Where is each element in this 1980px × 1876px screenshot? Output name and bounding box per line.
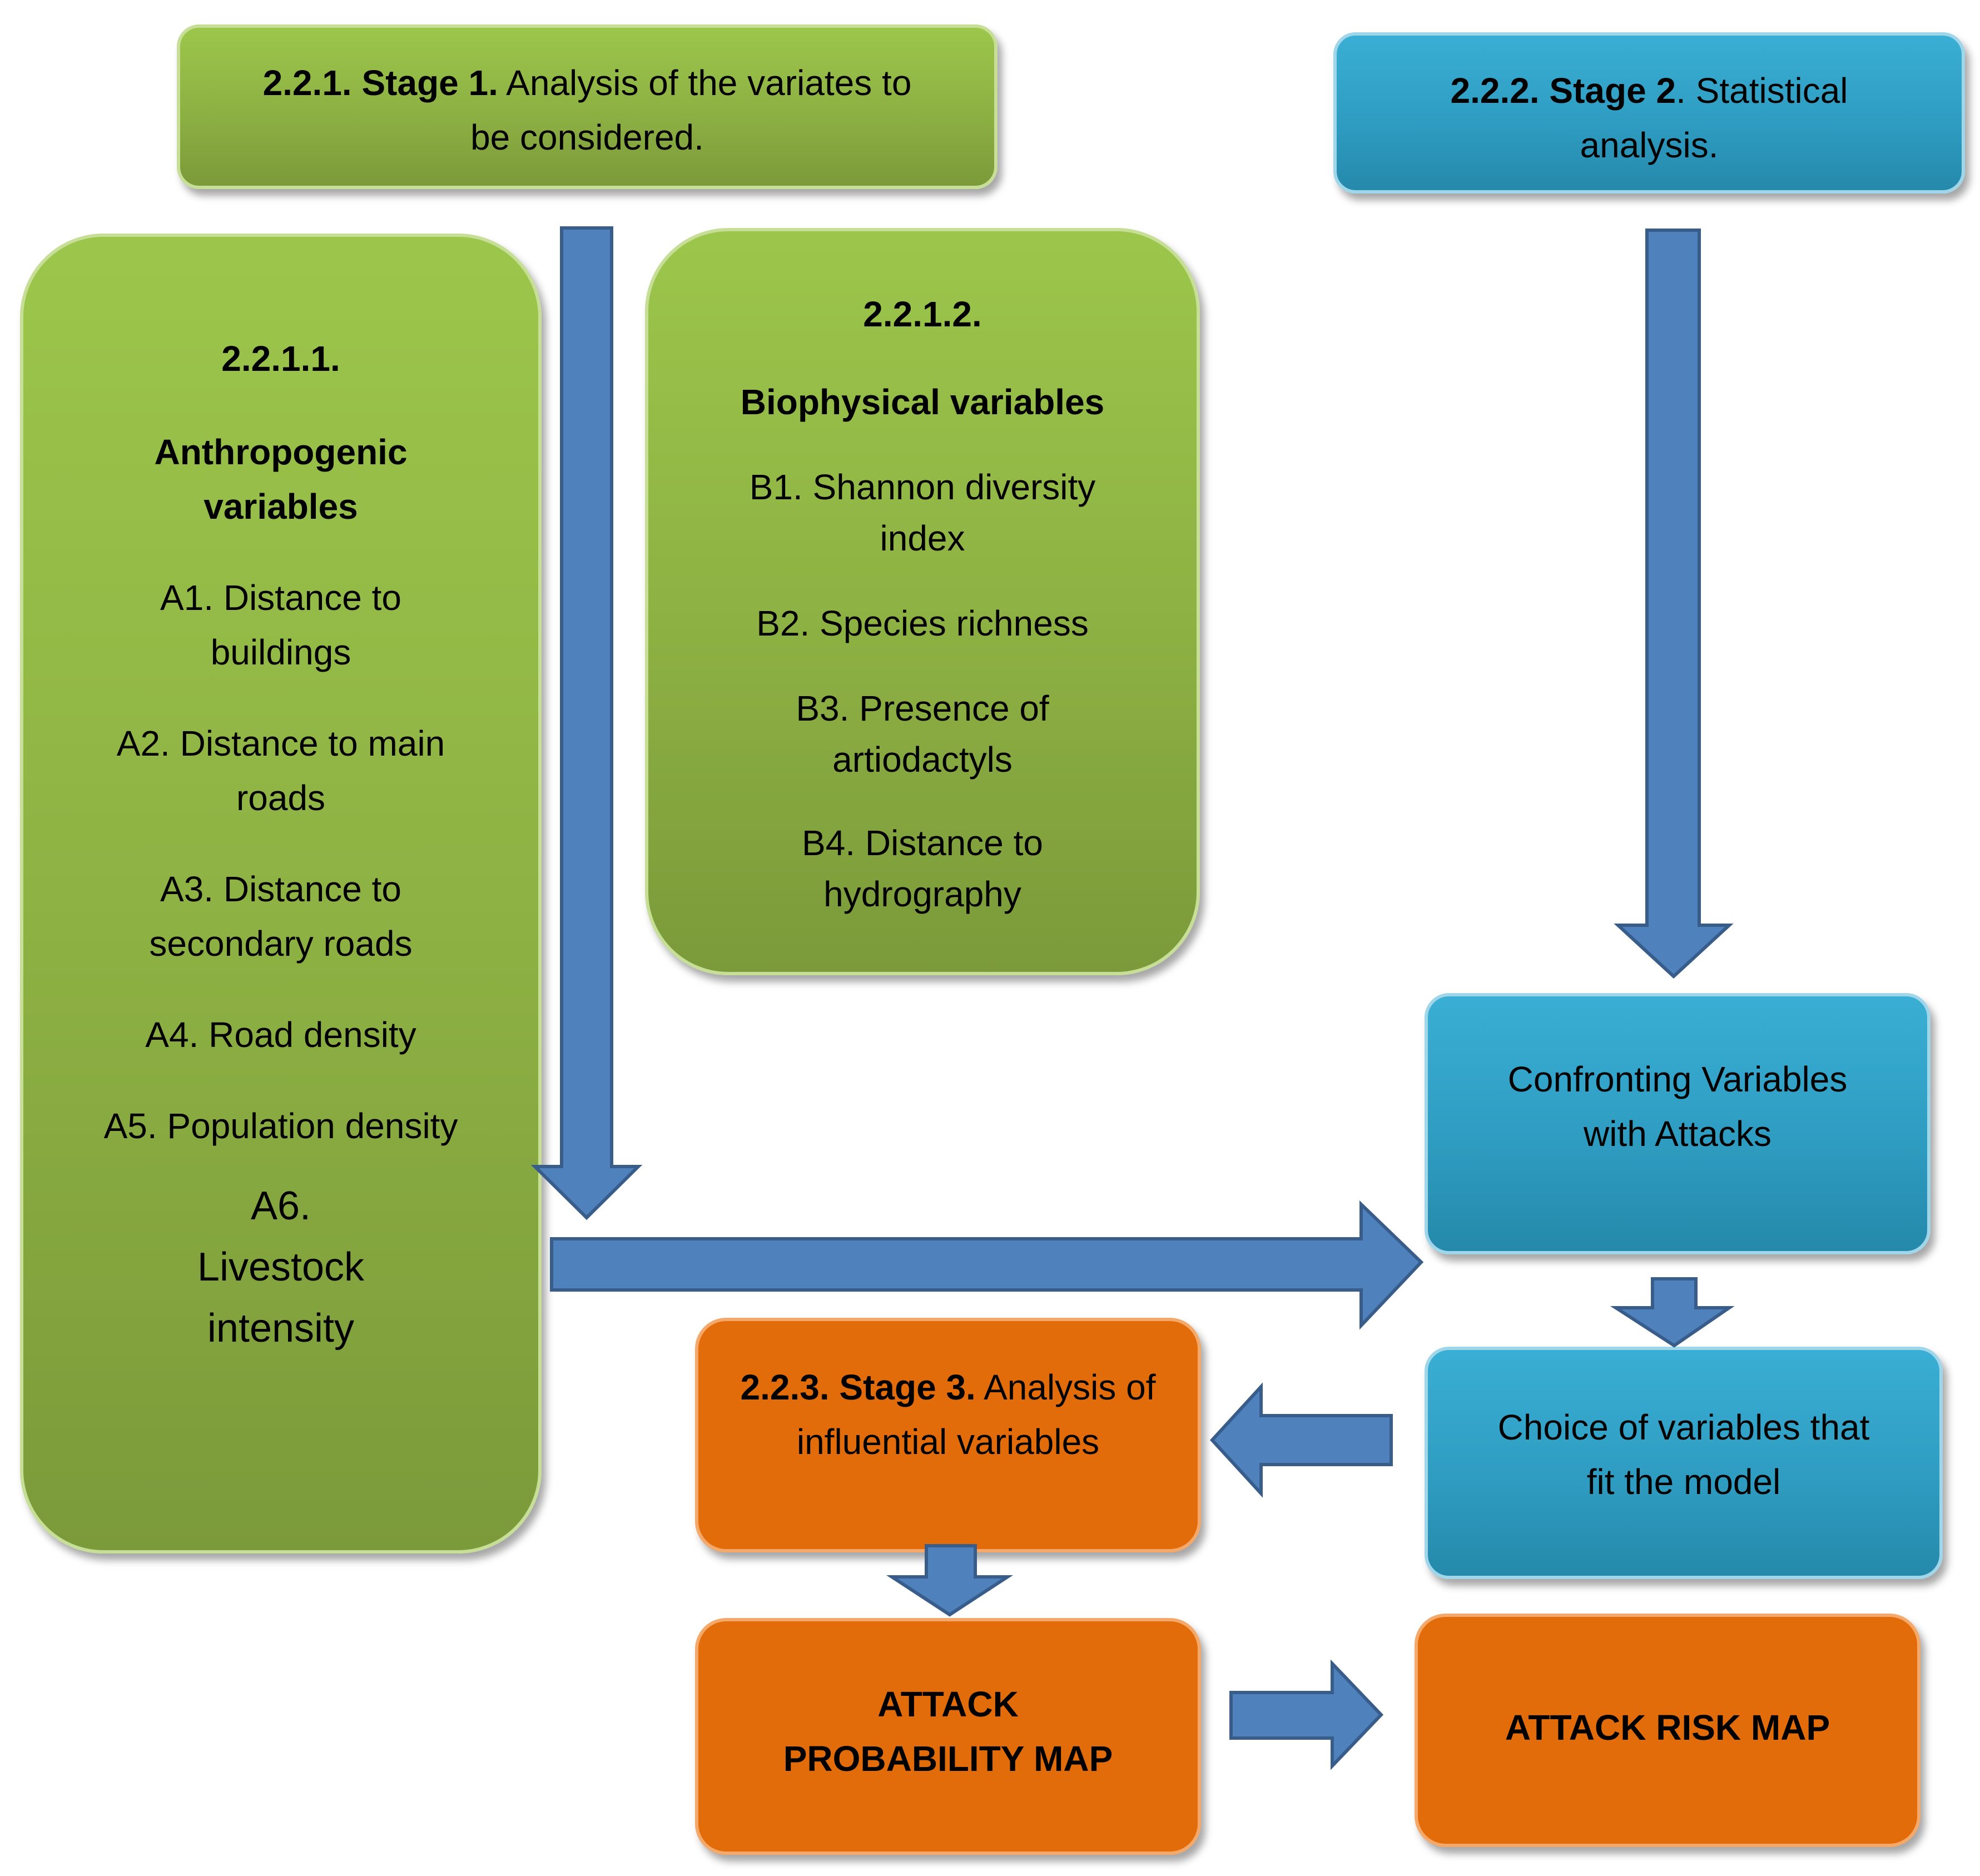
stage2-text: 2.2.2. Stage 2. Statistical analysis. xyxy=(1337,63,1962,172)
stage2-number: 2.2.2. Stage 2 xyxy=(1450,71,1676,111)
anthropogenic-item: A2. Distance to main roads xyxy=(116,723,445,818)
attack-risk-map-box: ATTACK RISK MAP xyxy=(1415,1614,1921,1847)
stage3-number: 2.2.3. Stage 3. xyxy=(740,1367,976,1407)
anthropogenic-item-emphasis: A6. Livestock intensity xyxy=(197,1184,365,1351)
attack-probability-map-text: ATTACK PROBABILITY MAP xyxy=(783,1684,1113,1779)
anthropogenic-box: 2.2.1.1. Anthropogenic variables A1. Dis… xyxy=(20,234,542,1554)
arrow-down-stage2 xyxy=(1614,229,1734,979)
arrow-right-to-risk xyxy=(1229,1659,1384,1770)
biophysical-number: 2.2.1.2. xyxy=(863,294,982,334)
attack-risk-map-text: ATTACK RISK MAP xyxy=(1505,1708,1830,1748)
arrow-down-to-choice xyxy=(1610,1277,1735,1348)
stage3-text: 2.2.3. Stage 3. Analysis of influential … xyxy=(698,1360,1198,1469)
arrow-right-to-confronting xyxy=(550,1200,1424,1330)
anthropogenic-item: A1. Distance to buildings xyxy=(160,578,401,672)
stage1-number: 2.2.1. Stage 1. xyxy=(262,63,498,103)
arrow-left-to-stage3 xyxy=(1209,1382,1393,1498)
anthropogenic-number: 2.2.1.1. xyxy=(221,339,340,379)
stage1-description: Analysis of the variates to be considere… xyxy=(470,63,912,157)
choice-box: Choice of variables that fit the model xyxy=(1425,1347,1943,1579)
biophysical-title: Biophysical variables xyxy=(740,382,1105,422)
anthropogenic-item: A3. Distance to secondary roads xyxy=(149,869,413,964)
arrow-down-to-probability xyxy=(886,1544,1014,1617)
biophysical-item: B1. Shannon diversity index xyxy=(749,467,1096,558)
stage1-box: 2.2.1. Stage 1. Analysis of the variates… xyxy=(177,24,998,189)
biophysical-item: B2. Species richness xyxy=(756,603,1089,643)
stage2-description: . Statistical analysis. xyxy=(1580,71,1848,165)
stage3-description: Analysis of influential variables xyxy=(796,1367,1156,1462)
confronting-box: Confronting Variables with Attacks xyxy=(1425,993,1931,1254)
anthropogenic-item: A5. Population density xyxy=(103,1106,458,1146)
anthropogenic-title: Anthropogenic variables xyxy=(154,432,408,527)
confronting-text: Confronting Variables with Attacks xyxy=(1507,1059,1848,1154)
anthropogenic-item: A4. Road density xyxy=(145,1015,416,1055)
stage1-text: 2.2.1. Stage 1. Analysis of the variates… xyxy=(180,56,994,165)
biophysical-item: B4. Distance to hydrography xyxy=(802,823,1043,914)
arrow-down-stage1 xyxy=(530,226,643,1220)
stage3-box: 2.2.3. Stage 3. Analysis of influential … xyxy=(695,1318,1201,1552)
stage2-box: 2.2.2. Stage 2. Statistical analysis. xyxy=(1333,32,1965,193)
biophysical-box: 2.2.1.2. Biophysical variables B1. Shann… xyxy=(645,228,1200,975)
choice-text: Choice of variables that fit the model xyxy=(1497,1407,1870,1502)
biophysical-item: B3. Presence of artiodactyls xyxy=(796,688,1049,780)
attack-probability-map-box: ATTACK PROBABILITY MAP xyxy=(695,1618,1201,1855)
